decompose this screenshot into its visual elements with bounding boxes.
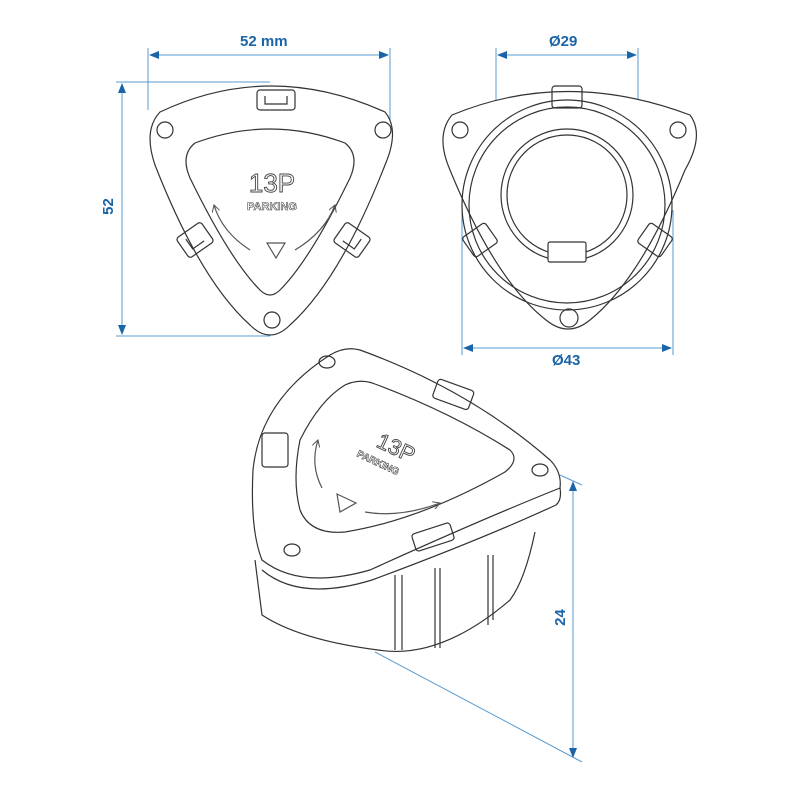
front-label-parking: PARKING — [247, 201, 297, 213]
label-outer-diameter: Ø43 — [552, 352, 581, 369]
label-depth: 24 — [551, 609, 569, 626]
label-width: 52 mm — [240, 33, 288, 50]
rear-view — [442, 85, 697, 330]
dimension-height-52 — [116, 81, 270, 337]
front-view — [149, 85, 394, 336]
front-label-13p: 13P — [249, 168, 295, 198]
label-inner-diameter: Ø29 — [549, 33, 578, 50]
dimension-width-52 — [147, 48, 391, 125]
label-height: 52 — [99, 198, 117, 215]
dimension-diameter-43 — [461, 210, 674, 355]
isometric-view — [251, 348, 562, 653]
dimension-depth-24 — [374, 474, 583, 763]
